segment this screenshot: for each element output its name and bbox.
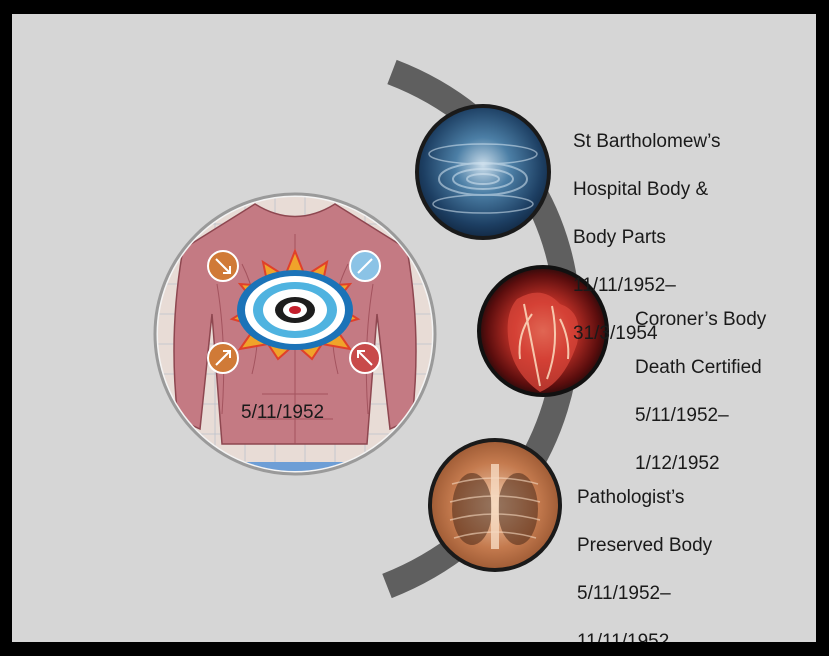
stage-label-pathologist: Pathologist’s Preserved Body 5/11/1952– … (577, 462, 712, 642)
anatomy-circle (155, 194, 435, 474)
stage-image-chest-xray (430, 440, 560, 570)
diagram-frame: 5/11/1952 St Bartholomew’s Hospital Body… (12, 14, 816, 642)
stage-image-water (417, 106, 549, 238)
main-node-date: 5/11/1952 (241, 402, 324, 424)
